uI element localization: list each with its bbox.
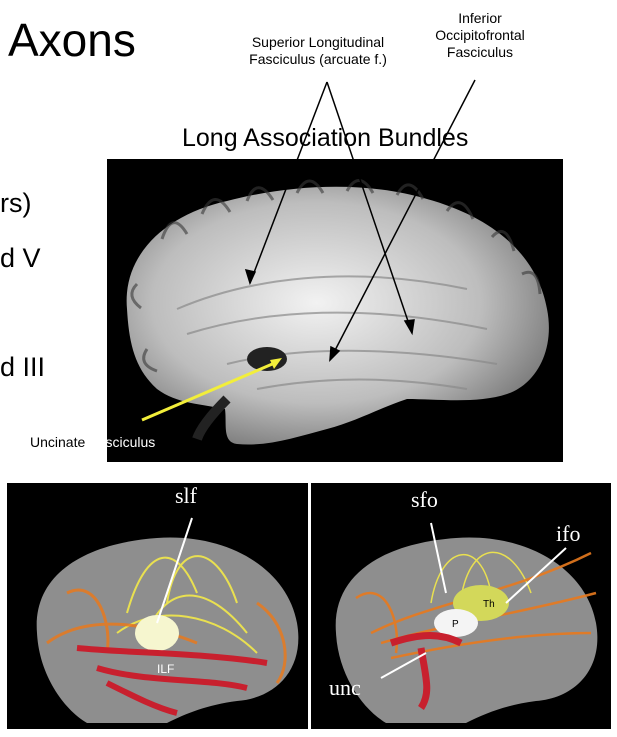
tractography-left-image: slf ILF [36,483,299,723]
uncinate-label: Uncinate Fasciculus [30,434,155,451]
tractography-right-image: sfo ifo unc Th P [329,487,598,723]
ifo-label: Inferior Occipitofrontal Fasciculus [420,10,540,61]
tractography-left-panel: slf ILF [7,483,308,729]
ilf-tract-label: ILF [157,662,174,676]
slf-tract-label: slf [175,483,198,508]
slf-label-line-2: Fasciculus (arcuate f.) [249,51,387,67]
tractography-right-panel: sfo ifo unc Th P [311,483,611,729]
ifo-label-line-3: Fasciculus [446,44,514,60]
bullet-fragment-2: d V [0,243,41,273]
slf-label-line-1: Superior Longitudinal [251,34,385,50]
ifo-label-line-2: Occipitofrontal [435,27,525,43]
bullet-fragment-3: d III [0,352,46,382]
ifo-label-line-1: Inferior [458,10,502,26]
slide-title: Axons [8,14,136,66]
unc-tract-label: unc [329,675,361,700]
thalamus-label: Th [483,599,495,610]
uncinate-label-part-1: Uncinate [30,434,90,450]
bullet-fragment-1: rs) [0,188,32,218]
sfo-tract-label: sfo [411,487,438,512]
uncinate-label-part-2: Fasciculus [89,434,156,450]
putamen-label: P [452,619,459,630]
section-heading: Long Association Bundles [182,124,469,152]
slf-label: Superior Longitudinal Fasciculus (arcuat… [218,34,418,68]
ifo-tract-label: ifo [556,521,580,546]
